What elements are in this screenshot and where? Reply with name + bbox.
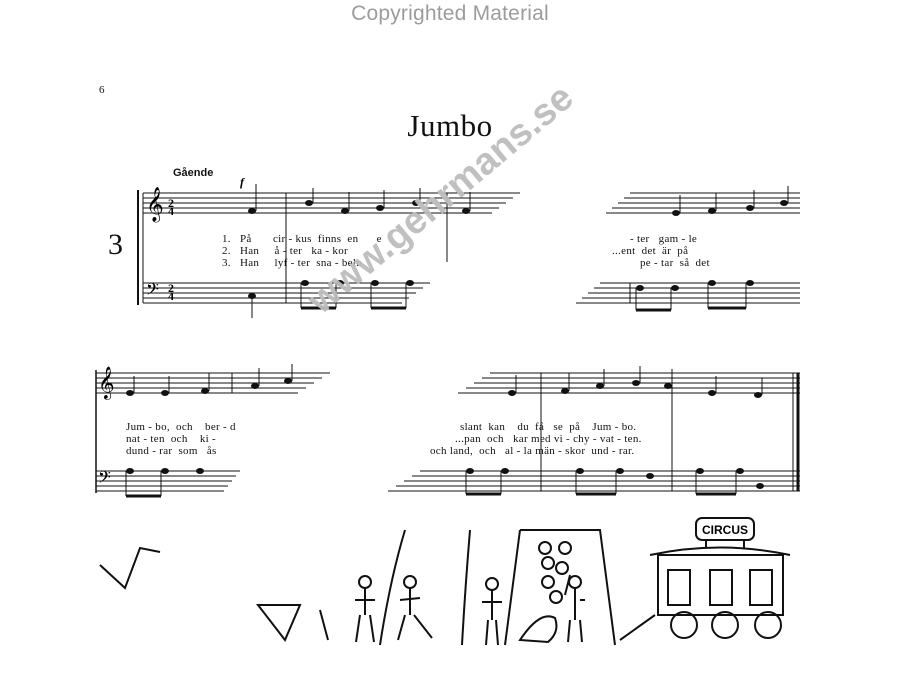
lyrics-verse1-line1-end: - ter gam - le <box>630 233 698 245</box>
treble-staff-1 <box>143 192 800 214</box>
system-number: 3 <box>108 228 123 261</box>
lyrics-verse3-line2: dund - rar som ås <box>126 445 217 457</box>
svg-text:2: 2 <box>168 281 174 295</box>
circus-sign: CIRCUS <box>702 523 748 537</box>
circus-illustration <box>99 517 791 646</box>
notes-system-1 <box>248 184 789 318</box>
lyrics-verse3-line2-end: och land, och al - la män - skor und - r… <box>430 445 635 457</box>
svg-text:2: 2 <box>168 196 174 210</box>
lyrics-verse1-line2: Jum - bo, och ber - d <box>126 421 236 433</box>
svg-text:4: 4 <box>168 289 174 303</box>
treble-clef-icon: 𝄞 <box>98 366 115 400</box>
svg-text:4: 4 <box>168 204 174 218</box>
bass-staff-2 <box>96 470 800 492</box>
page-number: 6 <box>99 84 105 96</box>
bass-clef-icon: 𝄢 <box>98 467 111 491</box>
svg-text:f: f <box>240 175 245 189</box>
lyrics-verse3-line1-end: pe - tar så det <box>640 257 710 269</box>
lyrics-verse3-line1: 3. Han lyf - ter sna - beln <box>222 257 363 269</box>
treble-clef-icon: 𝄞 <box>146 187 164 223</box>
song-title: Jumbo <box>407 108 493 143</box>
bass-staff-1 <box>143 282 800 304</box>
lyrics-verse2-line1-end: ...ent det är på <box>612 245 689 257</box>
notes-system-2 <box>125 364 764 498</box>
bass-clef-icon: 𝄢 <box>146 279 159 303</box>
tempo-marking: Gående <box>173 167 214 179</box>
copyright-watermark: Copyrighted Material <box>351 2 549 25</box>
lyrics-verse1-line1: 1. På cir - kus finns en e <box>222 233 382 245</box>
lyrics-verse1-line2-end: slant kan du få se på Jum - bo. <box>460 421 637 433</box>
lyrics-verse2-line2: nat - ten och ki - <box>126 433 216 445</box>
lyrics-verse2-line1: 2. Han å - ter ka - kor <box>222 245 348 257</box>
lyrics-verse2-line2-end: ...pan och kar med vi - chy - vat - ten. <box>455 433 642 445</box>
